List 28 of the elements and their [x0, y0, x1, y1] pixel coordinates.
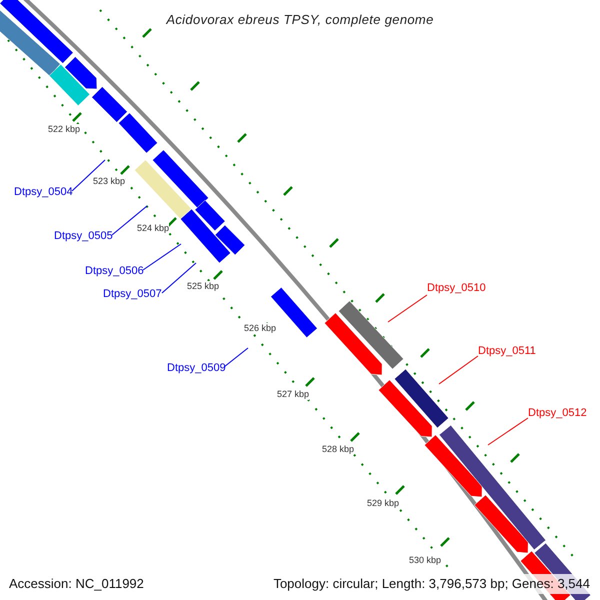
leader-line [488, 418, 528, 446]
scale-label: 526 kbp [244, 323, 276, 334]
scale-label: 529 kbp [367, 498, 400, 509]
scale-label: 522 kbp [48, 124, 80, 135]
genome-info-text: Topology: circular; Length: 3,796,573 bp; Genes: 3,544 [273, 574, 590, 594]
gene-label: Dtpsy_0509 [167, 362, 226, 375]
leader-line [438, 356, 478, 384]
gene-label: Dtpsy_0512 [528, 407, 587, 420]
leader-line [388, 294, 428, 322]
gene-label: Dtpsy_0507 [103, 288, 162, 301]
leader-line [162, 262, 196, 294]
gene-label: Dtpsy_0510 [427, 282, 486, 295]
title: Acidovorax ebreus TPSY, complete genome [164, 11, 435, 29]
leader-line [72, 160, 106, 192]
leader-line [142, 244, 182, 270]
gene-label: Dtpsy_0505 [54, 230, 113, 243]
scale-label: 528 kbp [322, 444, 354, 455]
scale-label: 525 kbp [187, 281, 220, 292]
scale-label: 530 kbp [409, 555, 442, 566]
gene-label: Dtpsy_0506 [85, 265, 144, 278]
scale-label: 524 kbp [137, 223, 170, 234]
scale-label: 523 kbp [93, 176, 126, 187]
gene-label: Dtpsy_0511 [478, 345, 536, 358]
accession-text: Accession: NC_011992 [9, 575, 144, 593]
leader-line [112, 206, 148, 236]
leader-line [224, 348, 248, 368]
scale-label: 527 kbp [277, 389, 310, 400]
gene-label: Dtpsy_0504 [14, 186, 73, 199]
